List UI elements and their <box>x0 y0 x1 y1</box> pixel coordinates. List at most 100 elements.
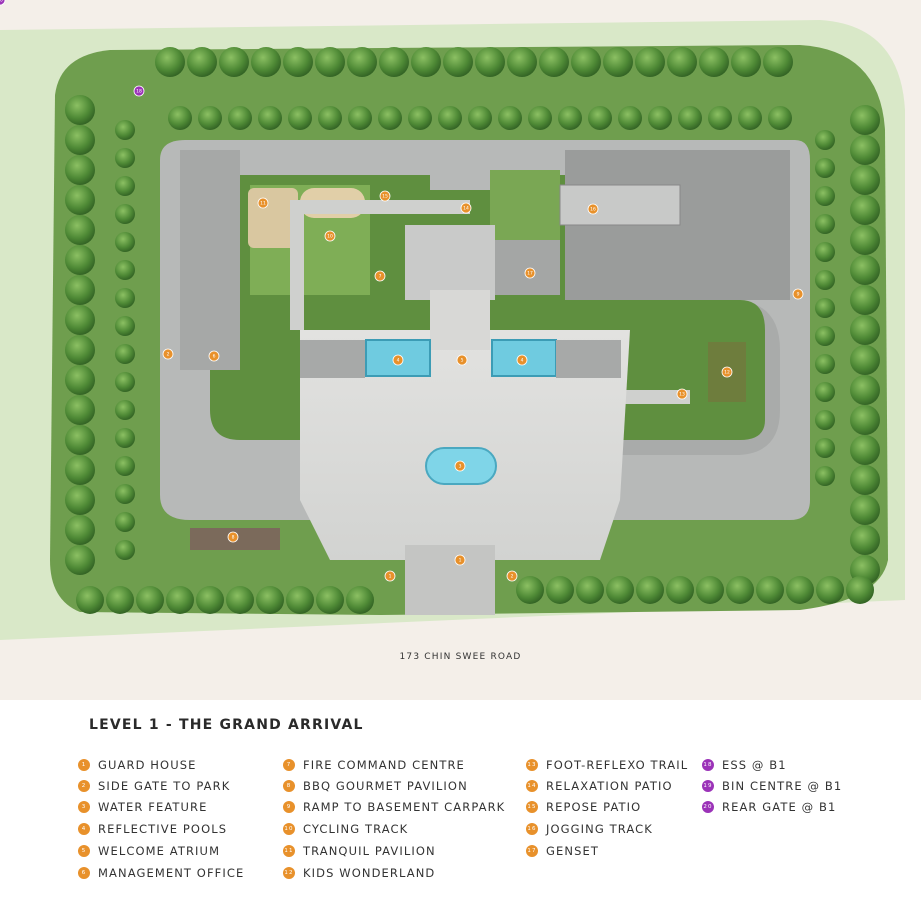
tree <box>546 576 574 604</box>
tree <box>850 165 880 195</box>
map-marker: 4 <box>392 354 404 366</box>
block-right-ess <box>559 184 681 226</box>
tree <box>667 47 697 77</box>
tree <box>678 106 702 130</box>
legend-number-badge: 20 <box>702 801 714 813</box>
map-marker: 17 <box>524 267 536 279</box>
legend-label: WELCOME ATRIUM <box>98 844 221 858</box>
tree <box>708 106 732 130</box>
bin-centre-roof <box>495 240 560 295</box>
tree <box>850 465 880 495</box>
tree <box>528 106 552 130</box>
tree <box>115 148 135 168</box>
tree <box>318 106 342 130</box>
legend-label: REFLECTIVE POOLS <box>98 822 228 836</box>
tree <box>65 515 95 545</box>
tree <box>606 576 634 604</box>
map-marker-number: 18 <box>136 89 142 95</box>
map-marker: 11 <box>257 197 269 209</box>
legend-item: 4 REFLECTIVE POOLS <box>78 822 227 836</box>
legend-label: RAMP TO BASEMENT CARPARK <box>303 800 506 814</box>
tree <box>666 576 694 604</box>
tree <box>251 47 281 77</box>
tree <box>115 456 135 476</box>
tree <box>115 484 135 504</box>
tree <box>115 176 135 196</box>
tree <box>815 158 835 178</box>
legend-number-badge: 16 <box>526 823 538 835</box>
tree <box>850 435 880 465</box>
tree <box>738 106 762 130</box>
legend-label: JOGGING TRACK <box>546 822 653 836</box>
legend-label: REPOSE PATIO <box>546 800 642 814</box>
pool-deck-left <box>300 340 365 378</box>
tree <box>187 47 217 77</box>
tree <box>815 382 835 402</box>
tree <box>850 495 880 525</box>
tree <box>635 47 665 77</box>
tree <box>65 275 95 305</box>
map-marker: 8 <box>227 531 239 543</box>
tree <box>815 130 835 150</box>
legend-label: GENSET <box>546 844 599 858</box>
map-marker: 1 <box>384 570 396 582</box>
legend-label: TRANQUIL PAVILION <box>303 844 436 858</box>
legend-number-badge: 19 <box>702 780 714 792</box>
legend-number-badge: 2 <box>78 780 90 792</box>
map-marker: 14 <box>460 202 472 214</box>
legend-label: FIRE COMMAND CENTRE <box>303 758 465 772</box>
tree <box>115 204 135 224</box>
map-marker-number: 5 <box>461 358 464 364</box>
tree <box>576 576 604 604</box>
map-marker-number: 2 <box>511 574 514 580</box>
tree <box>65 305 95 335</box>
tree <box>65 425 95 455</box>
map-marker-number: 8 <box>232 535 235 541</box>
tree <box>815 438 835 458</box>
tree <box>378 106 402 130</box>
map-marker: 18 <box>133 85 145 97</box>
map-marker-number: 13 <box>679 392 685 398</box>
tree <box>411 47 441 77</box>
tree <box>850 525 880 555</box>
legend-number-badge: 4 <box>78 823 90 835</box>
tree <box>815 242 835 262</box>
map-marker: 10 <box>324 230 336 242</box>
legend-label: BIN CENTRE @ B1 <box>722 779 843 793</box>
central-core <box>405 225 495 300</box>
tree <box>408 106 432 130</box>
map-marker-number: 14 <box>463 206 469 212</box>
map-marker-number: 12 <box>724 370 730 376</box>
tree <box>726 576 754 604</box>
map-marker-number: 10 <box>327 234 333 240</box>
tree <box>815 410 835 430</box>
legend-number-badge: 14 <box>526 780 538 792</box>
tree <box>226 586 254 614</box>
tree <box>763 47 793 77</box>
legend-label: WATER FEATURE <box>98 800 208 814</box>
perimeter-trees <box>65 47 880 614</box>
tree <box>346 586 374 614</box>
legend-number-badge: 8 <box>283 780 295 792</box>
map-marker: 2 <box>506 570 518 582</box>
map-marker: 9 <box>792 288 804 300</box>
tree <box>815 354 835 374</box>
tree <box>65 215 95 245</box>
tree <box>65 365 95 395</box>
tree <box>696 576 724 604</box>
map-marker-number: 9 <box>797 292 800 298</box>
tree <box>815 186 835 206</box>
map-marker-number: 1 <box>459 558 462 564</box>
map-markers: 1122344567891011121314151617181920 <box>0 0 804 582</box>
tree <box>115 260 135 280</box>
tree <box>516 576 544 604</box>
legend-label: KIDS WONDERLAND <box>303 866 436 880</box>
